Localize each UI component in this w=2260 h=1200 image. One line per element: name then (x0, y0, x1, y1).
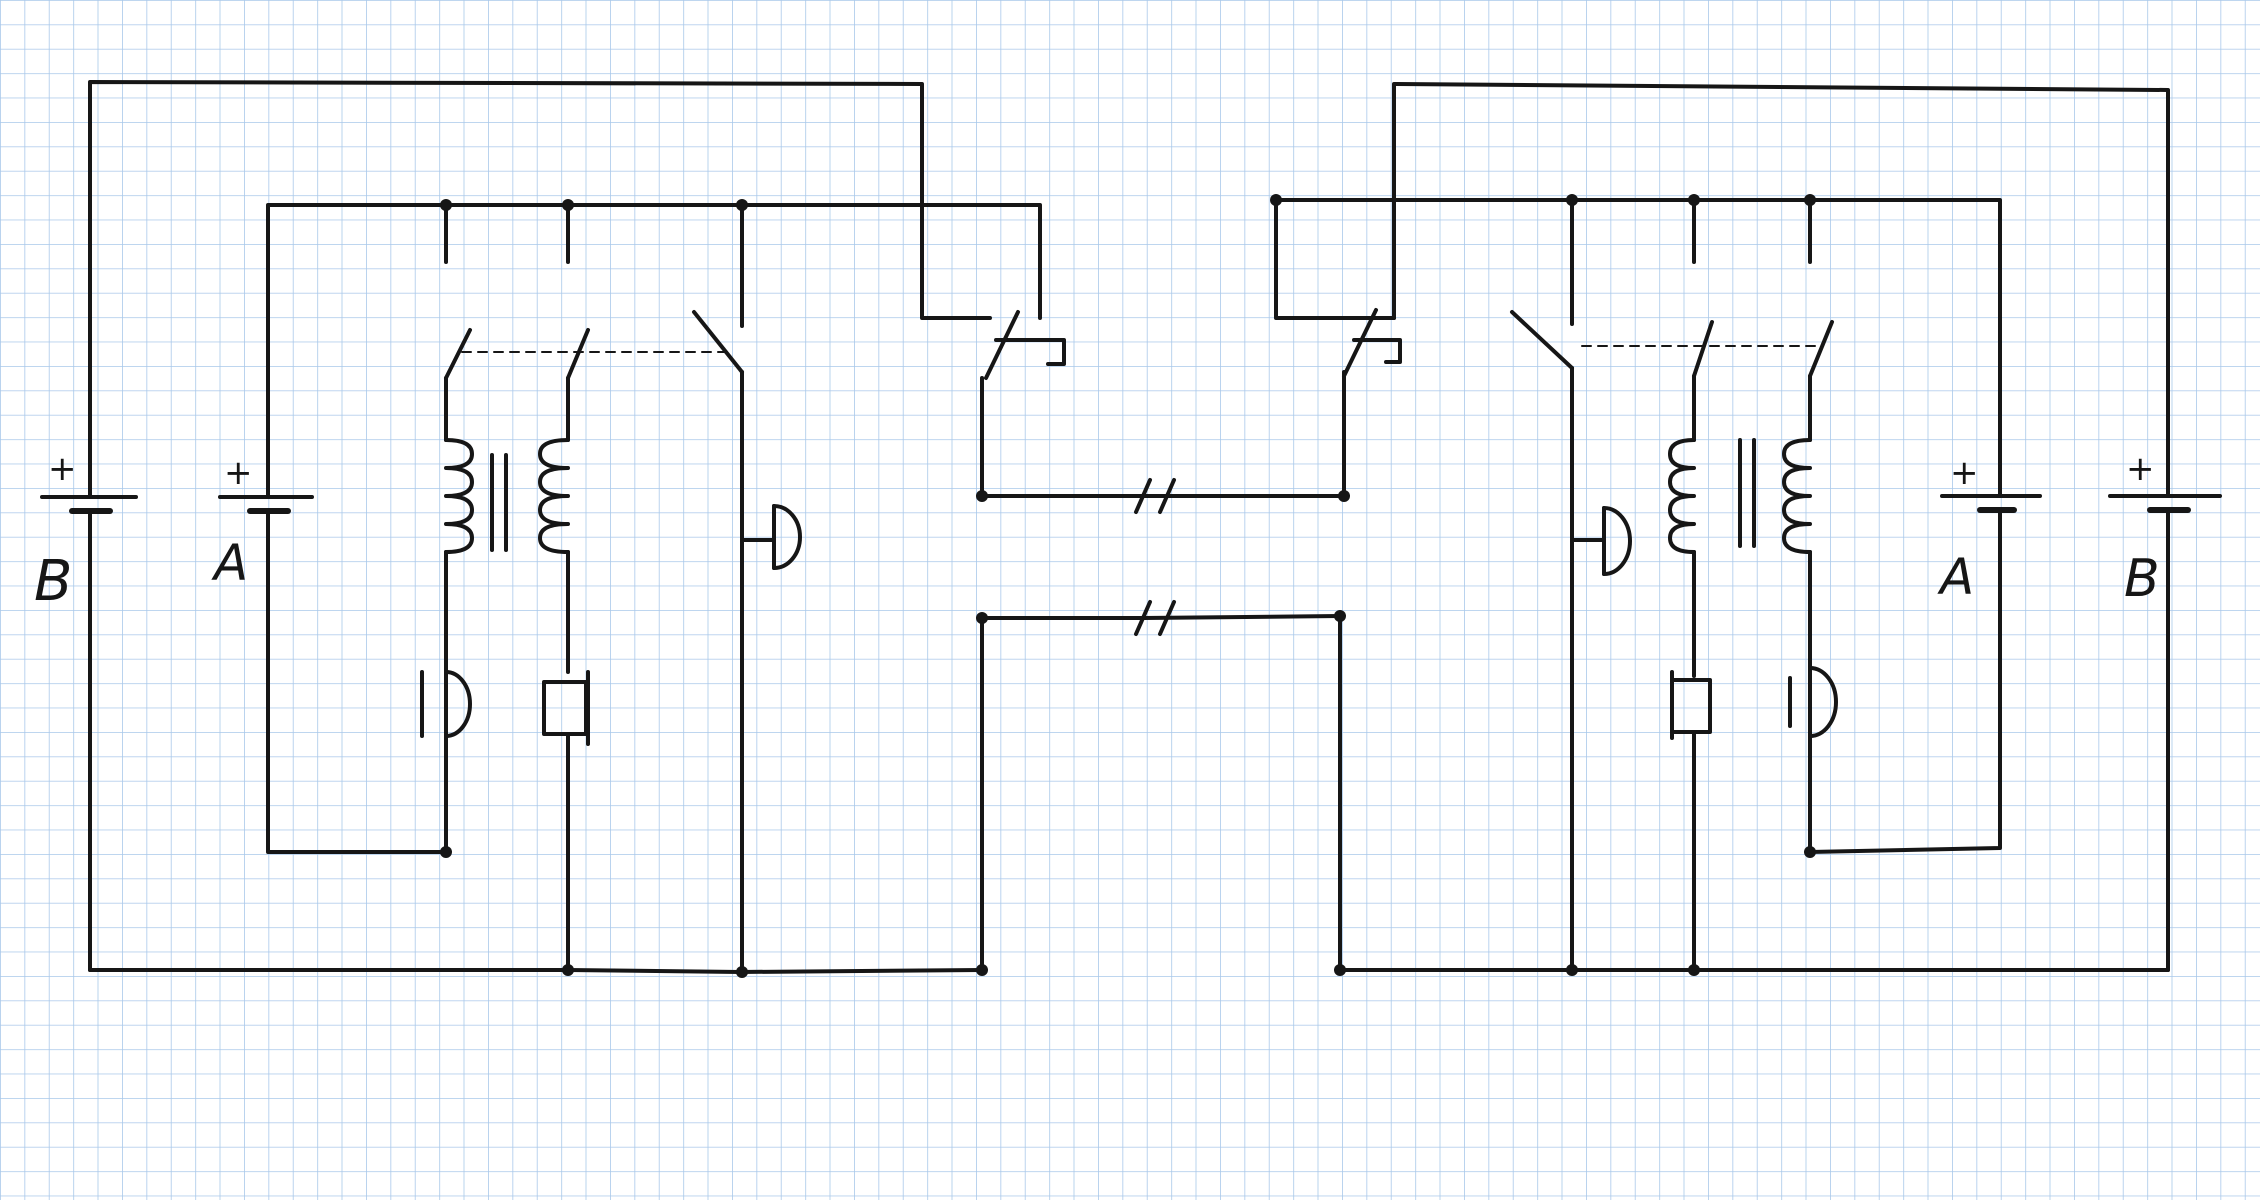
right-relay-coil-2 (1668, 438, 1696, 554)
left-bell (740, 504, 802, 570)
right-telegraph-key (1342, 308, 1402, 378)
right-battery-a-label: A (1937, 548, 1974, 606)
left-relay-switch-2 (566, 328, 590, 380)
right-earphone (1670, 670, 1712, 740)
right-bell (1570, 506, 1632, 576)
right-battery-b (2108, 494, 2222, 516)
left-b-loop-wire (88, 80, 992, 499)
left-station (40, 80, 1146, 974)
left-battery-b (40, 495, 138, 522)
right-relay-switch-1 (1808, 320, 1834, 378)
right-microphone (1788, 666, 1838, 738)
right-a-loop-lower (1808, 508, 2002, 854)
junction-dots (440, 194, 1816, 978)
right-relay-switch-3 (1510, 310, 1574, 370)
left-relay-switch-1 (444, 328, 472, 380)
left-telegraph-key (980, 310, 1066, 498)
transmission-lines (1134, 478, 1346, 636)
right-battery-a-plus: + (1950, 453, 1979, 493)
left-relay-coil-2 (538, 438, 570, 554)
line-lower (1142, 614, 1342, 620)
left-a-loop-wire (266, 203, 1042, 499)
right-battery-a (1940, 494, 2042, 513)
left-a-loop-lower (266, 511, 448, 854)
right-relay-coil-1 (1782, 438, 1812, 554)
left-relay-switch-3 (692, 310, 744, 374)
left-battery-b-plus: + (48, 449, 77, 489)
right-battery-b-label: B (2124, 549, 2160, 609)
left-battery-a-plus: + (224, 453, 253, 493)
left-battery-a (218, 495, 314, 515)
left-earphone (542, 670, 590, 746)
left-battery-a-label: A (211, 534, 248, 592)
left-relay-coil-1 (444, 438, 474, 554)
line-break-mark-3 (1134, 600, 1152, 636)
line-break-mark-1 (1134, 478, 1152, 514)
right-battery-b-plus: + (2126, 449, 2155, 489)
line-break-mark-2 (1158, 478, 1176, 514)
right-relay-switch-2 (1692, 320, 1714, 378)
right-station (1274, 82, 2222, 972)
line-break-mark-4 (1158, 600, 1176, 636)
left-microphone (420, 670, 472, 738)
left-battery-b-label: B (34, 549, 72, 614)
left-ground-rail (88, 968, 984, 974)
